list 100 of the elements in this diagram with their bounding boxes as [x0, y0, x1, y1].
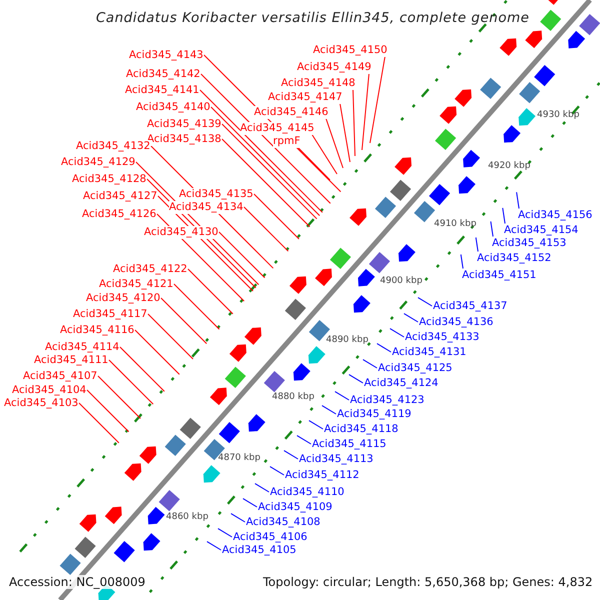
leader-line	[86, 390, 130, 432]
leader-line	[254, 483, 270, 492]
leader-line	[230, 513, 246, 522]
gene-label: Acid345_4103	[4, 396, 78, 410]
gene-label: Acid345_4126	[82, 208, 156, 220]
gene-label: Acid345_4149	[297, 60, 372, 74]
gene-label: Acid345_4150	[313, 44, 388, 56]
gene-label: Acid345_4108	[246, 516, 320, 528]
gene-label: rpmF	[273, 134, 300, 148]
tick-label: 4860 kbp	[166, 512, 208, 522]
gene-label: Acid345_4129	[61, 156, 136, 168]
gene-label: Acid345_4146	[254, 106, 328, 118]
gene-label: Acid345_4116	[60, 324, 134, 336]
gene-label: Acid345_4142	[126, 68, 200, 80]
gene-label: Acid345_4106	[233, 530, 308, 544]
leader-line	[390, 328, 404, 338]
leader-line	[312, 134, 338, 174]
gene-label: Acid345_4135	[179, 188, 254, 200]
leader-line	[242, 498, 258, 508]
gene-label: Acid345_4111	[34, 354, 108, 366]
gene-label: Acid345_4110	[270, 486, 344, 498]
tick-label: 4920 kbp	[488, 161, 530, 171]
tick-label: 4890 kbp	[326, 335, 368, 345]
leader-line	[516, 192, 520, 209]
gene-label: Acid345_4121	[99, 278, 174, 290]
leader-line	[362, 73, 370, 150]
tick-label: 4880 kbp	[272, 392, 314, 402]
leader-line	[222, 124, 318, 220]
gene-label: Acid345_4114	[45, 340, 120, 354]
gene-label: Acid345_4104	[12, 384, 86, 396]
gene-label: Acid345_4118	[324, 422, 398, 436]
gene-label: Acid345_4141	[125, 84, 200, 96]
gene-label: Acid345_4152	[477, 252, 552, 264]
gene-label: Acid345_4127	[83, 190, 158, 202]
gene-label: Acid345_4139	[147, 118, 222, 130]
gene-label: Acid345_4112	[285, 468, 360, 482]
gene-label: Acid345_4115	[312, 438, 386, 450]
gene-label: Acid345_4153	[492, 236, 566, 250]
gene-label: Acid345_4154	[504, 224, 578, 236]
title: Candidatus Koribacter versatilis Ellin345, complete genome	[96, 10, 530, 26]
leader-line	[244, 206, 289, 252]
leader-line	[188, 268, 234, 314]
gene-label: Acid345_4140	[136, 100, 210, 114]
tick-label: 4930 kbp	[537, 110, 580, 120]
leader-line	[298, 147, 330, 180]
leader-line	[418, 297, 432, 306]
gene-label: Acid345_4133	[405, 330, 480, 344]
leader-line	[490, 220, 494, 237]
leader-line	[98, 376, 141, 419]
leader-line	[134, 330, 180, 375]
gene-label: Acid345_4147	[268, 90, 342, 104]
gene-label: Acid345_4130	[144, 226, 218, 238]
gene-label: Acid345_4148	[281, 76, 356, 90]
accession-text: Accession: NC_008009	[9, 575, 146, 589]
gene-label: Acid345_4131	[392, 346, 466, 358]
leader-line	[222, 138, 310, 228]
leader-line	[200, 74, 331, 204]
gene-label: Acid345_4117	[73, 308, 148, 320]
leader-line	[475, 237, 478, 252]
leader-line	[362, 359, 378, 368]
leader-line	[322, 405, 336, 414]
leader-line	[270, 466, 284, 476]
gene-label: Acid345_4105	[222, 544, 296, 556]
leader-line	[348, 374, 364, 384]
tick-label: 4900 kbp	[380, 276, 422, 286]
leader-line	[78, 402, 120, 444]
gene-label: Acid345_4134	[169, 200, 244, 214]
gene-label: Acid345_4151	[462, 268, 536, 282]
leader-line	[148, 314, 194, 360]
gene-label: Acid345_4124	[364, 376, 438, 390]
leader-line	[210, 106, 320, 216]
gene-label: Acid345_4113	[299, 452, 374, 466]
gene-label: Acid345_4156	[518, 208, 592, 222]
leader-line	[160, 298, 208, 344]
gene-label: Acid345_4137	[433, 300, 508, 312]
leader-line	[296, 435, 312, 444]
gene-label: Acid345_4125	[378, 362, 452, 374]
leader-line	[502, 207, 506, 224]
gene-label: Acid345_4122	[113, 262, 188, 276]
leader-line	[308, 420, 324, 430]
gene-label: Acid345_4145	[240, 122, 314, 134]
leader-line	[120, 346, 165, 392]
gene-label: Acid345_4123	[350, 394, 424, 406]
leader-line	[404, 313, 418, 322]
gene-label: Acid345_4136	[419, 316, 494, 328]
leader-line	[284, 450, 298, 460]
leader-line	[340, 103, 350, 162]
gene-label: Acid345_4119	[337, 408, 412, 420]
gene-label: Acid345_4128	[72, 172, 146, 186]
tick-label: 4910 kbp	[434, 219, 476, 229]
leader-line	[218, 232, 266, 278]
gene-label: Acid345_4120	[86, 292, 160, 304]
leader-line	[352, 89, 356, 156]
genome-summary-text: Topology: circular; Length: 5,650,368 bp; Genes: 4,832	[263, 575, 593, 589]
leader-line	[370, 56, 386, 144]
gene-label: Acid345_4109	[258, 500, 332, 514]
gene-label: Acid345_4143	[129, 48, 204, 62]
leader-line	[460, 254, 464, 269]
leader-line	[334, 391, 350, 400]
gene-label: Acid345_4107	[23, 370, 98, 382]
